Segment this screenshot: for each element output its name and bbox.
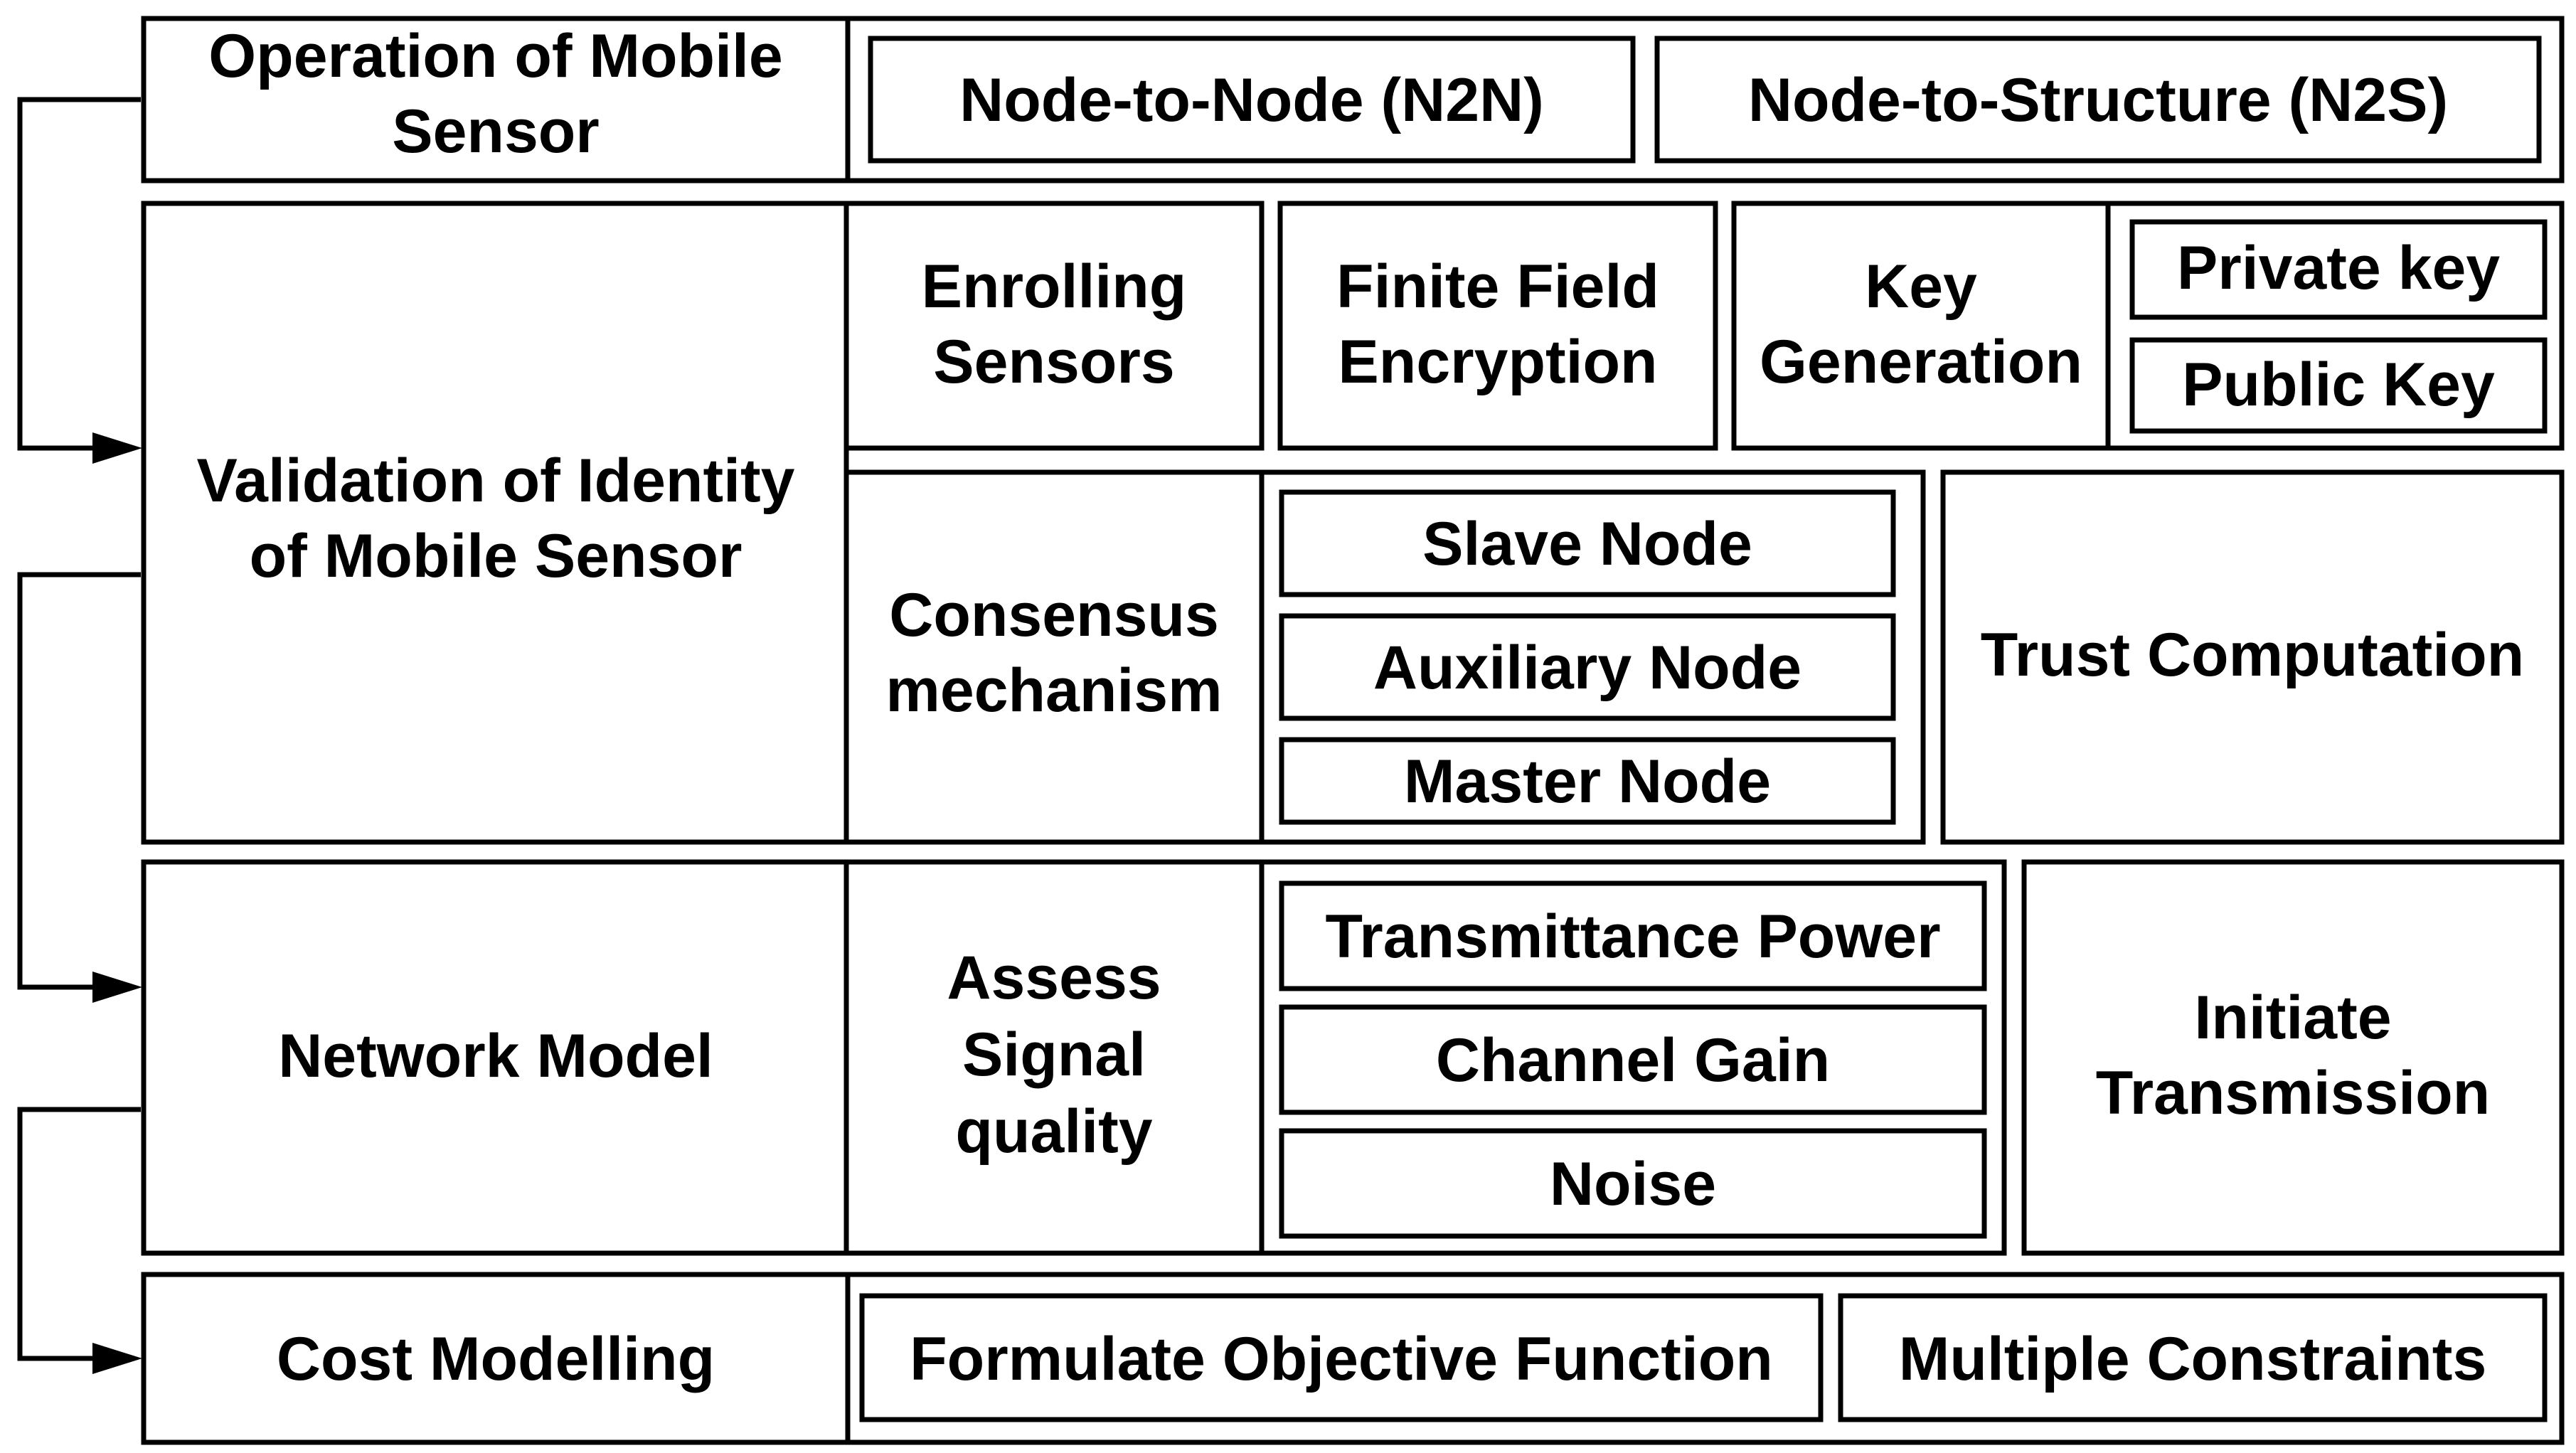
- consensus-line1: Consensus: [889, 581, 1219, 649]
- objective-function-box: [859, 1293, 1824, 1422]
- validation-title-line1: Validation of Identity: [197, 447, 795, 515]
- master-node-label: Master Node: [1404, 747, 1771, 816]
- objective-function-label: Formulate Objective Function: [910, 1325, 1773, 1393]
- initiate-line1: Initiate: [2194, 984, 2391, 1052]
- channel-gain-box: [1279, 1004, 1987, 1115]
- transmittance-power-box: [1279, 880, 1987, 991]
- noise-label: Noise: [1550, 1150, 1716, 1218]
- validation-row: Validation of Identity of Mobile Sensor …: [141, 201, 2565, 845]
- master-node-box: [1279, 737, 1896, 825]
- multiple-constraints-box: [1838, 1293, 2548, 1422]
- consensus-line2: mechanism: [885, 656, 1222, 725]
- operation-title-line1: Operation of Mobile: [208, 22, 782, 90]
- initiate-line2: Transmission: [2096, 1059, 2490, 1127]
- private-key-box: [2129, 219, 2548, 320]
- cost-title: Cost Modelling: [277, 1325, 715, 1393]
- n2s-label: Node-to-Structure (N2S): [1748, 66, 2448, 134]
- finite-field-line1: Finite Field: [1336, 252, 1659, 321]
- finite-field-line2: Encryption: [1338, 328, 1657, 396]
- trust-computation-box: [1940, 469, 2565, 845]
- operation-title-line2: Sensor: [392, 97, 600, 166]
- slave-node-box: [1279, 489, 1896, 597]
- auxiliary-node-box: [1279, 613, 1896, 721]
- public-key-box: [2129, 337, 2548, 434]
- n2n-box: [868, 36, 1636, 164]
- trust-computation-label: Trust Computation: [1981, 621, 2524, 689]
- channel-gain-label: Channel Gain: [1436, 1026, 1830, 1095]
- public-key-label: Public Key: [2182, 351, 2495, 419]
- n2n-label: Node-to-Node (N2N): [959, 66, 1544, 134]
- slave-node-label: Slave Node: [1422, 510, 1752, 578]
- operation-row: Operation of Mobile Sensor Node-to-Node …: [141, 16, 2565, 183]
- connector-validation-to-network: [17, 572, 142, 1003]
- key-generation-line2: Generation: [1760, 328, 2082, 396]
- validation-title-line2: of Mobile Sensor: [250, 522, 743, 590]
- finite-field-box: [1277, 201, 1718, 451]
- enrolling-box: [843, 201, 1265, 451]
- noise-box: [1279, 1128, 1987, 1239]
- private-key-label: Private key: [2177, 234, 2500, 302]
- network-title: Network Model: [278, 1022, 713, 1090]
- initiate-transmission-box: [2021, 859, 2565, 1256]
- assess-line1: Assess: [947, 944, 1161, 1012]
- transmittance-power-label: Transmittance Power: [1325, 903, 1940, 971]
- connector-network-to-cost: [17, 1107, 142, 1374]
- n2s-box: [1654, 36, 2542, 164]
- cost-row: Cost Modelling Formulate Objective Funct…: [141, 1272, 2565, 1445]
- key-generation-line1: Key: [1865, 252, 1977, 321]
- multiple-constraints-label: Multiple Constraints: [1899, 1325, 2487, 1393]
- enrolling-line1: Enrolling: [922, 252, 1187, 321]
- connector-operation-to-validation: [17, 97, 142, 464]
- auxiliary-node-label: Auxiliary Node: [1373, 634, 1801, 702]
- enrolling-line2: Sensors: [933, 328, 1174, 396]
- assess-line2: Signal: [962, 1021, 1146, 1089]
- assess-line3: quality: [955, 1097, 1152, 1166]
- network-row: Network Model Assess Signal quality Tran…: [141, 859, 2565, 1256]
